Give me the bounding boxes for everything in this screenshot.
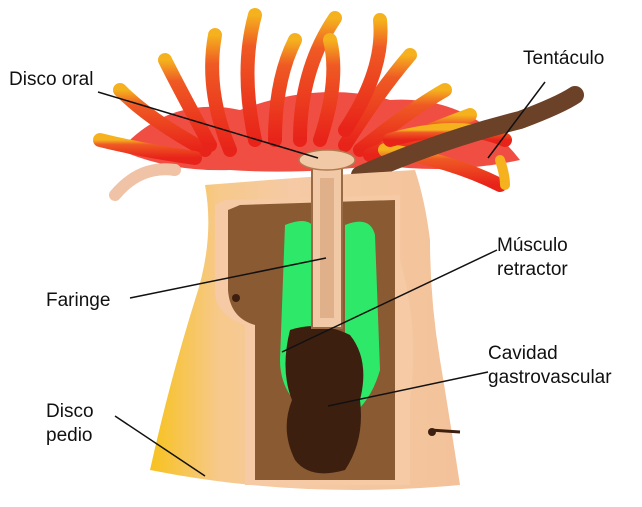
body-column (150, 150, 460, 490)
label-musculo-line1: Músculo (497, 234, 568, 258)
label-disco-pedio: Disco pedio (46, 400, 94, 448)
label-musculo-retractor: Músculo retractor (497, 234, 568, 282)
label-pedio-line2: pedio (46, 424, 94, 448)
label-disco-oral: Disco oral (9, 68, 93, 92)
label-musculo-line2: retractor (497, 258, 568, 282)
label-cavidad-line1: Cavidad (488, 342, 612, 366)
label-faringe: Faringe (46, 289, 110, 313)
label-cavidad-line2: gastrovascular (488, 366, 612, 390)
label-cavidad-gastrovascular: Cavidad gastrovascular (488, 342, 612, 390)
label-pedio-line1: Disco (46, 400, 94, 424)
label-tentaculo: Tentáculo (523, 47, 604, 71)
